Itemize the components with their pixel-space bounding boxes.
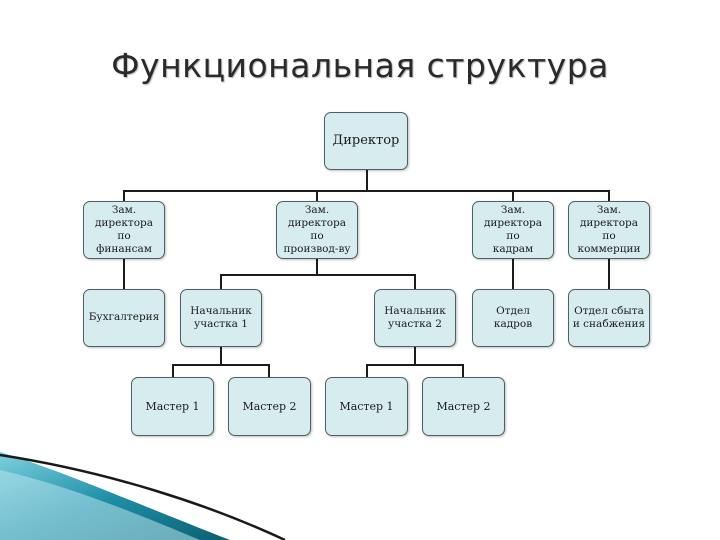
connector-to-section-head-1 <box>220 274 222 289</box>
node-sales-supply-department: Отдел сбыта и снабжения <box>568 289 650 347</box>
connector-to-deputy-commerce <box>608 190 610 201</box>
connector-finance-accounting <box>123 259 125 289</box>
node-director: Директор <box>324 112 408 170</box>
connector-to-section-head-2 <box>414 274 416 289</box>
connector-to-master-1a <box>172 364 174 377</box>
connector-to-deputy-finance <box>123 190 125 201</box>
node-deputy-finance: Зам. директора по финансам <box>83 201 165 259</box>
connector-to-deputy-production <box>316 190 318 201</box>
connector-to-master-2a <box>268 364 270 377</box>
connector-production-bar <box>220 274 416 276</box>
swoosh-light-shape <box>0 470 200 540</box>
slide-title: Функциональная структура <box>111 46 609 85</box>
connector-level1-bar <box>123 190 610 192</box>
node-master-2b: Мастер 2 <box>422 377 505 436</box>
connector-section1-down <box>220 347 222 365</box>
node-deputy-hr: Зам. директора по кадрам <box>472 201 554 259</box>
connector-section2-bar <box>366 364 464 366</box>
swoosh-dark-stroke <box>0 453 286 540</box>
connector-production-down <box>316 259 318 275</box>
node-hr-department: Отдел кадров <box>472 289 554 347</box>
node-accounting: Бухгалтерия <box>83 289 165 347</box>
node-master-1a: Мастер 1 <box>131 377 214 436</box>
node-section-head-1: Начальник участка 1 <box>180 289 262 347</box>
connector-section2-down <box>414 347 416 365</box>
connector-director-down <box>366 170 368 191</box>
node-master-1b: Мастер 1 <box>325 377 408 436</box>
node-section-head-2: Начальник участка 2 <box>374 289 456 347</box>
connector-to-master-1b <box>366 364 368 377</box>
connector-section1-bar <box>172 364 270 366</box>
node-master-2a: Мастер 2 <box>228 377 311 436</box>
connector-commerce-department <box>608 259 610 289</box>
connector-to-master-2b <box>462 364 464 377</box>
node-deputy-commerce: Зам. директора по коммерции <box>568 201 650 259</box>
connector-to-deputy-hr <box>512 190 514 201</box>
node-deputy-production: Зам. директора по производ-ву <box>276 201 358 259</box>
connector-hr-department <box>512 259 514 289</box>
